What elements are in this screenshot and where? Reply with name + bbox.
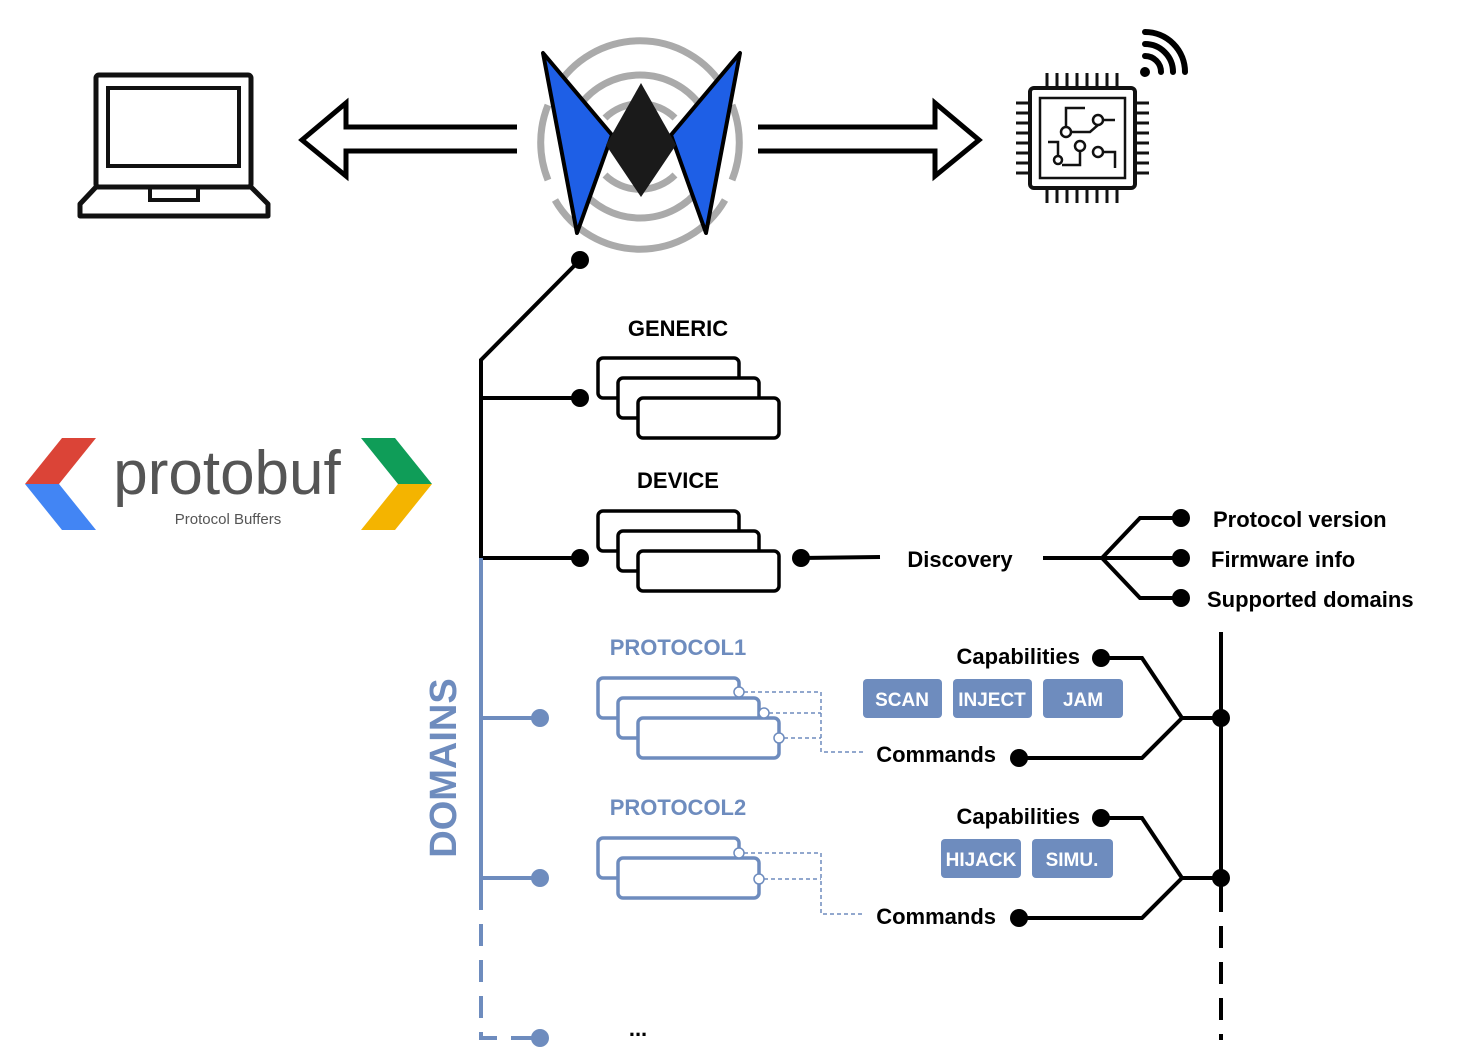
protobuf-subtitle: Protocol Buffers bbox=[175, 511, 281, 528]
chip-icon bbox=[1016, 73, 1149, 203]
device-node bbox=[571, 549, 589, 567]
protocol2-message-stack bbox=[596, 836, 761, 900]
generic-message-stack bbox=[596, 356, 781, 440]
protocol1-commands-label: Commands bbox=[876, 742, 996, 767]
whad-logo-icon bbox=[537, 37, 743, 253]
protobuf-blue-chevron bbox=[25, 484, 96, 530]
svg-text:JAM: JAM bbox=[1063, 690, 1103, 711]
discovery-fork bbox=[1043, 516, 1181, 600]
protocol2-tag-simu: SIMU. bbox=[1032, 839, 1113, 878]
spine-top-node bbox=[571, 251, 589, 269]
protocol2-commands-label: Commands bbox=[876, 904, 996, 929]
svg-text:INJECT: INJECT bbox=[958, 690, 1026, 711]
protocol1-tag-scan: SCAN bbox=[863, 679, 942, 718]
wireless-signal-icon bbox=[1140, 29, 1188, 77]
protocol2-dashed-links bbox=[744, 852, 864, 915]
protocol2-label: PROTOCOL2 bbox=[610, 795, 747, 820]
protobuf-logo: protobuf Protocol Buffers bbox=[25, 438, 432, 530]
protocol2-tag-hijack: HIJACK bbox=[941, 839, 1021, 878]
domain-spine bbox=[479, 558, 540, 1040]
protobuf-green-chevron bbox=[361, 438, 432, 484]
protocol2-node bbox=[531, 869, 549, 887]
protocol2-capabilities-node bbox=[1092, 809, 1110, 827]
protocol1-tag-jam: JAM bbox=[1043, 679, 1123, 718]
ellipsis-label: ... bbox=[629, 1016, 647, 1041]
svg-text:HIJACK: HIJACK bbox=[946, 850, 1017, 871]
firmware-info-node bbox=[1172, 549, 1190, 567]
protocol1-label: PROTOCOL1 bbox=[610, 635, 747, 660]
protocol-version-node bbox=[1172, 509, 1190, 527]
protocol1-node bbox=[531, 709, 549, 727]
protocol2-commands-node bbox=[1010, 909, 1028, 927]
protobuf-red-chevron bbox=[25, 438, 96, 484]
domains-label: DOMAINS bbox=[423, 678, 465, 857]
protocol1-message-stack bbox=[596, 676, 781, 760]
main-spine bbox=[479, 258, 582, 560]
svg-text:SIMU.: SIMU. bbox=[1046, 850, 1099, 871]
svg-text:SCAN: SCAN bbox=[875, 690, 929, 711]
protocol2-ports bbox=[733, 847, 765, 885]
protocol2-fork bbox=[1019, 816, 1221, 920]
protocol1-capabilities-node bbox=[1092, 649, 1110, 667]
protocol1-dashed-links bbox=[744, 691, 864, 753]
protocol1-tag-inject: INJECT bbox=[953, 679, 1032, 718]
supported-domains-node bbox=[1172, 589, 1190, 607]
arrow-left-icon bbox=[298, 97, 517, 182]
protocol2-capabilities-label: Capabilities bbox=[957, 804, 1080, 829]
protobuf-wordmark: protobuf bbox=[113, 439, 341, 508]
supported-domains-label: Supported domains bbox=[1207, 587, 1414, 612]
protocol1-ports bbox=[733, 686, 785, 744]
laptop-icon bbox=[77, 72, 271, 219]
device-label: DEVICE bbox=[637, 468, 719, 493]
protobuf-yellow-chevron bbox=[361, 484, 432, 530]
discovery-label: Discovery bbox=[907, 547, 1013, 572]
generic-node bbox=[571, 389, 589, 407]
generic-label: GENERIC bbox=[628, 316, 728, 341]
firmware-info-label: Firmware info bbox=[1211, 547, 1355, 572]
protocol1-commands-node bbox=[1010, 749, 1028, 767]
protocol1-capabilities-label: Capabilities bbox=[957, 644, 1080, 669]
more-domains-node bbox=[531, 1029, 549, 1047]
protocol-version-label: Protocol version bbox=[1213, 507, 1387, 532]
protocol1-fork bbox=[1019, 656, 1221, 760]
device-message-stack bbox=[596, 509, 781, 593]
arrow-right-icon bbox=[758, 97, 983, 182]
